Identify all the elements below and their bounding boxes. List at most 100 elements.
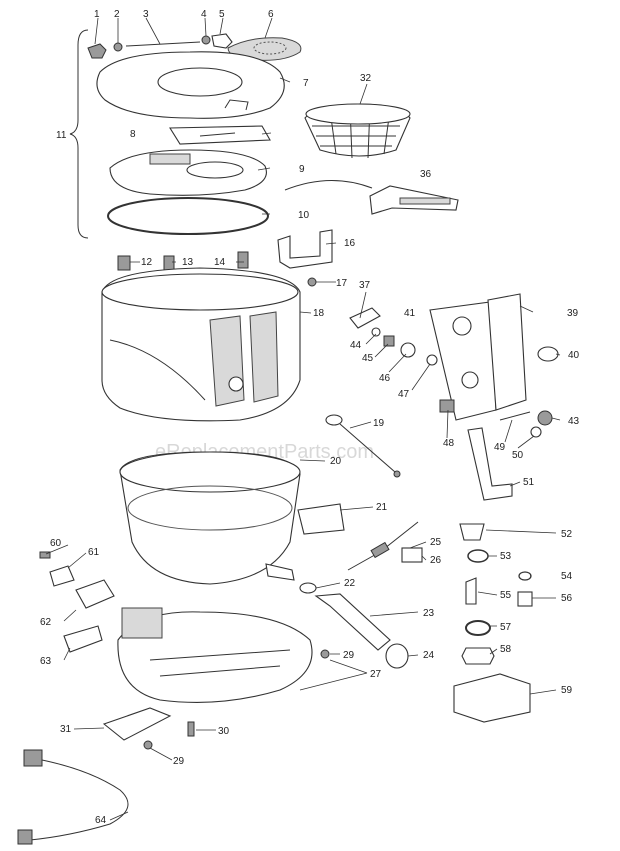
label-20: 20: [330, 456, 342, 467]
part-12-spring: [117, 255, 131, 271]
label-37: 37: [359, 280, 371, 291]
part-10-gasket: [107, 197, 269, 235]
label-24: 24: [423, 650, 435, 661]
label-18: 18: [313, 308, 325, 319]
part-57-washer: [465, 620, 491, 636]
part-3-rod: [125, 41, 201, 47]
part-4-spring: [201, 35, 211, 45]
part-58-hex-nut: [461, 647, 495, 665]
part-60-screw: [39, 551, 51, 559]
label-16: 16: [344, 238, 356, 249]
part-40-knob: [537, 346, 559, 362]
part-61-bracket: [49, 565, 75, 587]
label-4: 4: [201, 9, 207, 20]
label-43: 43: [568, 416, 580, 427]
label-51: 51: [523, 477, 535, 488]
part-9-inner-lid: [109, 149, 267, 196]
label-21: 21: [376, 502, 388, 513]
part-22-clamp: [299, 582, 317, 594]
label-7: 7: [303, 78, 309, 89]
label-44: 44: [350, 340, 362, 351]
part-2-spring: [113, 42, 123, 52]
part-19-sensor: [325, 414, 401, 478]
part-21-bracket: [297, 503, 345, 535]
label-27: 27: [370, 669, 382, 680]
label-62: 62: [40, 617, 52, 628]
label-10: 10: [298, 210, 310, 221]
label-63: 63: [40, 656, 52, 667]
label-58: 58: [500, 644, 512, 655]
part-14-clip: [237, 251, 249, 269]
label-60: 60: [50, 538, 62, 549]
label-45: 45: [362, 353, 374, 364]
part-8-window: [169, 125, 271, 145]
label-25: 25: [430, 537, 442, 548]
part-20-oil-bowl: [119, 451, 301, 585]
label-26: 26: [430, 555, 442, 566]
part-55-plunger: [465, 577, 477, 605]
part-50-cap: [530, 426, 542, 438]
label-54: 54: [561, 571, 573, 582]
label-14: 14: [214, 257, 226, 268]
part-5-latch: [211, 33, 233, 49]
label-22: 22: [344, 578, 356, 589]
part-25-wire: [347, 521, 419, 571]
part-18-housing: [101, 267, 301, 422]
label-29-lower: 29: [173, 756, 185, 767]
label-40: 40: [568, 350, 580, 361]
label-12: 12: [141, 257, 153, 268]
label-56: 56: [561, 593, 573, 604]
label-57: 57: [500, 622, 512, 633]
part-62-thermal-fuse: [75, 579, 115, 609]
label-52: 52: [561, 529, 573, 540]
part-29-foot: [320, 649, 330, 659]
label-50: 50: [512, 450, 524, 461]
label-3: 3: [143, 9, 149, 20]
label-1: 1: [94, 9, 100, 20]
part-51-bracket: [467, 427, 513, 501]
label-2: 2: [114, 9, 120, 20]
label-6: 6: [268, 9, 274, 20]
group-11-bracket: [69, 29, 89, 239]
part-53-o-ring: [467, 549, 489, 563]
part-13-clip: [163, 255, 175, 271]
label-31: 31: [60, 724, 72, 735]
label-49: 49: [494, 442, 506, 453]
label-9: 9: [299, 164, 305, 175]
part-63-plate: [63, 625, 103, 653]
part-16-bracket: [277, 229, 333, 269]
label-53: 53: [500, 551, 512, 562]
label-17: 17: [336, 278, 348, 289]
label-30: 30: [218, 726, 230, 737]
part-44-washer: [371, 327, 381, 337]
part-49-shaft: [499, 411, 531, 421]
label-46: 46: [379, 373, 391, 384]
label-36: 36: [420, 169, 432, 180]
label-41: 41: [404, 308, 416, 319]
label-5: 5: [219, 9, 225, 20]
label-59: 59: [561, 685, 573, 696]
part-59-valve-body: [453, 673, 531, 723]
label-47: 47: [398, 389, 410, 400]
label-23: 23: [423, 608, 435, 619]
label-11: 11: [56, 130, 67, 141]
label-61: 61: [88, 547, 100, 558]
part-37-switch: [349, 307, 381, 329]
label-19: 19: [373, 418, 385, 429]
part-26-connector: [401, 547, 423, 563]
part-56-nut: [517, 591, 533, 607]
label-48: 48: [443, 438, 455, 449]
part-64-power-cord: [17, 749, 129, 845]
part-46-lamp: [400, 342, 416, 358]
label-13: 13: [182, 257, 194, 268]
part-39-control-panel: [429, 293, 527, 421]
part-1-latch: [87, 43, 107, 59]
label-55: 55: [500, 590, 512, 601]
label-32: 32: [360, 73, 372, 84]
part-27-base: [117, 607, 313, 703]
label-39: 39: [567, 308, 579, 319]
label-8: 8: [130, 129, 136, 140]
part-number-labels: 1 2 3 4 5 6 7 8 9 10 11 12 13 14 16 17 1…: [40, 9, 580, 826]
leaders: [45, 17, 561, 821]
